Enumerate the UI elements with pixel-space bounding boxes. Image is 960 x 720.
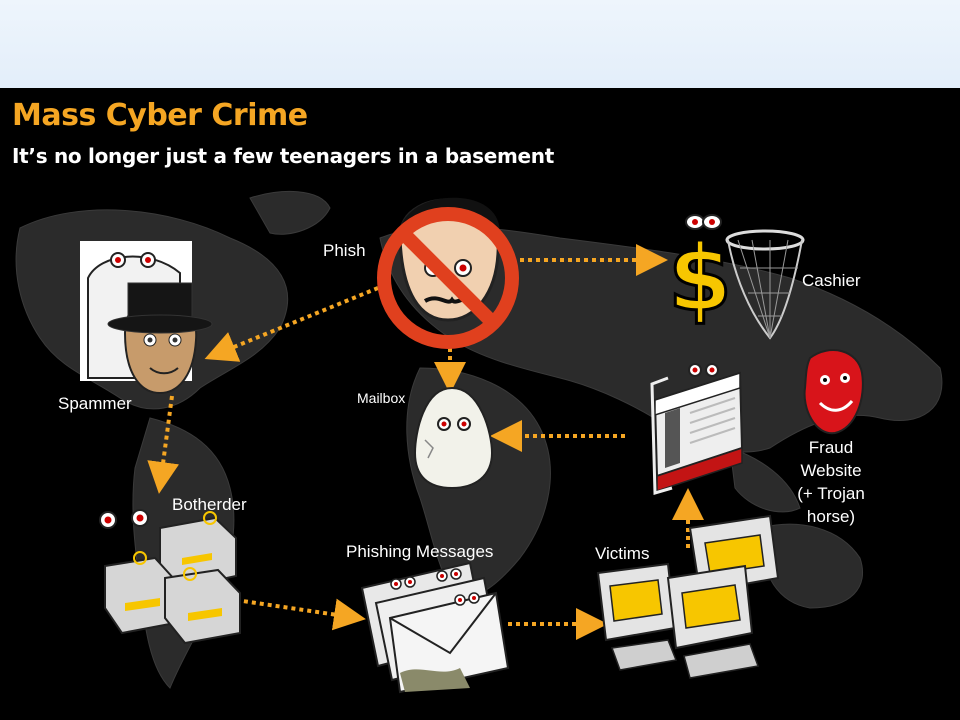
label-phishing-messages: Phishing Messages (346, 542, 494, 561)
arrow-botherder-to-messages (235, 598, 366, 631)
flow-arrows (147, 244, 704, 640)
svg-text:$: $ (668, 225, 732, 332)
arrow-phisher-to-spammer (204, 286, 379, 362)
botherder-icon (99, 509, 241, 645)
slide-title: Mass Cyber Crime (12, 98, 308, 133)
mailbox-egg-icon (413, 386, 494, 490)
diagram-canvas: $ (15, 190, 943, 694)
label-fraud-website: Fraud Website (+ Trojan horse) (786, 436, 876, 528)
fraud-line-4: horse) (806, 507, 856, 526)
fraud-website-browser-icon (650, 363, 744, 495)
no-symbol-icon (377, 207, 519, 349)
header-band (0, 0, 960, 88)
phishing-messages-icon (360, 561, 510, 694)
fraud-line-1: Fraud (808, 438, 854, 457)
cashier-icon: $ (667, 214, 805, 340)
label-cashier: Cashier (802, 271, 861, 290)
label-victims: Victims (595, 544, 650, 563)
fraud-line-2: Website (800, 461, 862, 480)
victims-computers-icon (596, 514, 780, 679)
slide: $ (0, 88, 960, 720)
label-spammer: Spammer (58, 394, 132, 413)
label-botherder: Botherder (172, 495, 247, 514)
arrow-spammer-to-botherder (147, 395, 180, 494)
spammer-icon (80, 241, 213, 395)
label-phisher: Phish (323, 241, 366, 260)
fraud-line-3: (+ Trojan (797, 484, 865, 503)
slide-subtitle: It’s no longer just a few teenagers in a… (12, 144, 554, 168)
phisher-icon (377, 197, 519, 349)
label-mailbox: Mailbox (357, 390, 406, 406)
fraud-face-icon (803, 349, 864, 435)
